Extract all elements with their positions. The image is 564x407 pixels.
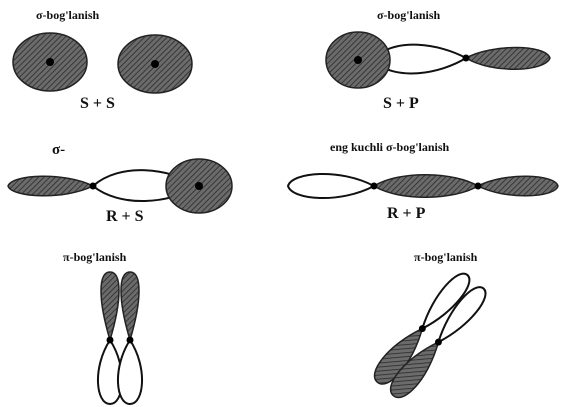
mid-right-title: eng kuchli σ-bog'lanish [330,140,449,155]
nucleus-left [46,58,54,66]
nucleus-s [354,56,362,64]
nucleus-left [371,183,378,190]
top-right-formula: S + P [383,95,419,113]
p-orbital-filled-lobe [466,48,550,70]
nucleus-right [151,60,159,68]
nucleus-p [463,55,470,62]
p-orbital-left-top-lobe [101,272,119,340]
mid-left-title: σ- [52,142,65,159]
nucleus-p [90,183,97,190]
top-right-title: σ-bog'lanish [377,8,440,23]
nucleus-right [475,183,482,190]
p-orbital-right-filled-lobe [478,176,558,196]
nucleus-s [195,182,203,190]
mid-left-formula: R + S [106,208,144,226]
mid-right-formula: R + P [387,205,425,223]
r-plus-p-overlap [288,174,558,198]
pi-bond-tilted [369,268,492,403]
r-plus-s-overlap [8,159,232,213]
pi-bond-parallel [98,272,142,404]
s-plus-p-overlap [326,32,550,88]
p-orbital-right-top-lobe [121,272,139,340]
top-left-formula: S + S [80,95,115,113]
nucleus-left [107,337,114,344]
p-orbital-right-bottom-lobe [118,340,142,404]
bottom-left-title: π-bog'lanish [63,250,126,265]
p-orbital-filled-lobe [8,176,93,196]
p-orbital-left-open-lobe [288,174,374,198]
nucleus-right [127,337,134,344]
overlap-region [374,175,478,198]
s-plus-s-overlap [13,33,192,93]
top-left-title: σ-bog'lanish [36,8,99,23]
bottom-right-title: π-bog'lanish [414,250,477,265]
